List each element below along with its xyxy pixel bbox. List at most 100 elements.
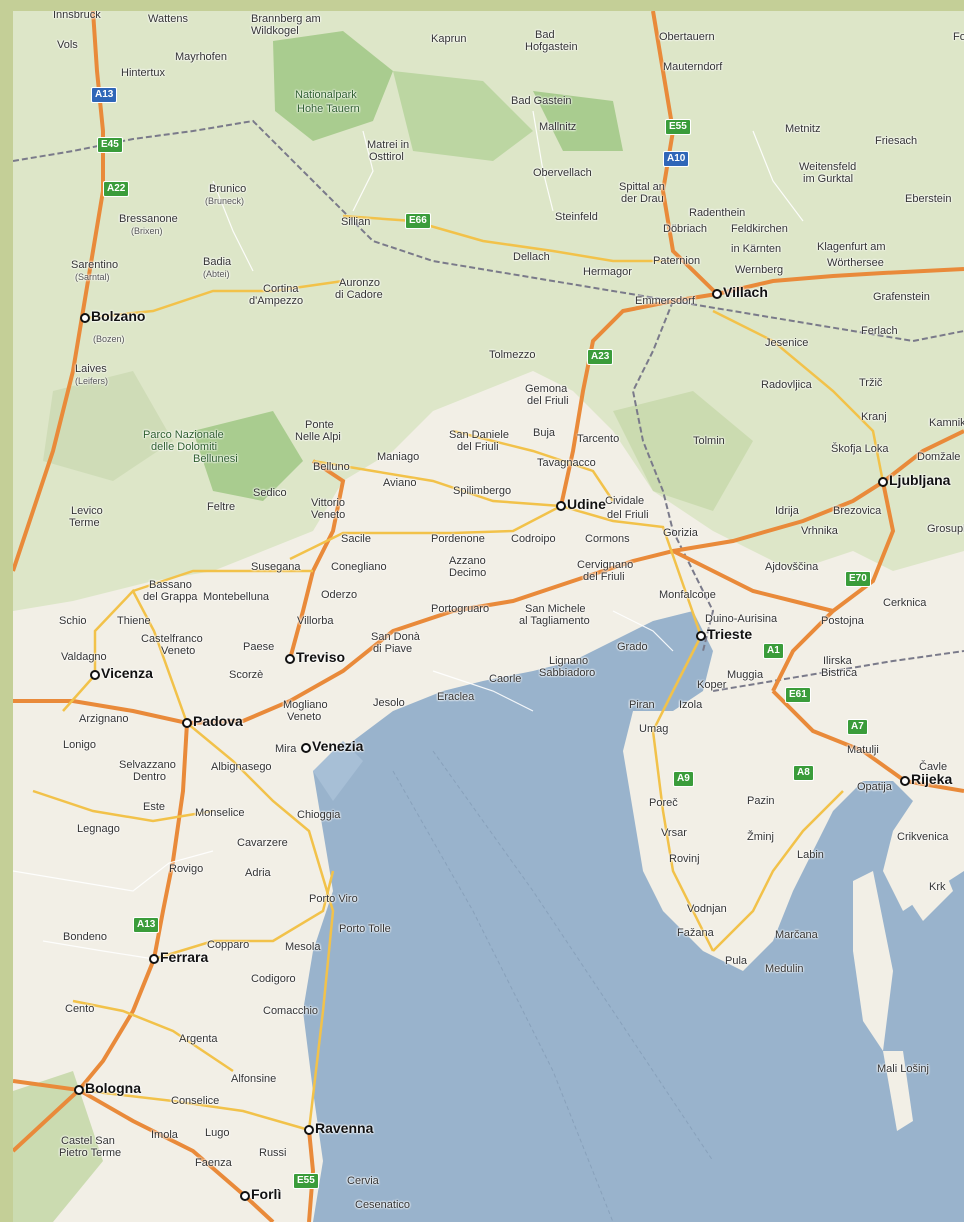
place-label: Bad Gastein <box>511 95 572 107</box>
major-roads <box>32 214 885 1132</box>
forest-patch <box>43 371 173 481</box>
city-marker[interactable] <box>182 718 192 728</box>
city-marker[interactable] <box>696 631 706 641</box>
losinj-island <box>883 1051 913 1131</box>
city-marker[interactable] <box>149 954 159 964</box>
city-marker[interactable] <box>900 776 910 786</box>
highway-a23 <box>559 267 964 507</box>
place-label: Metnitz <box>785 123 821 135</box>
city-marker[interactable] <box>285 654 295 664</box>
park-label: Parco Nazionale <box>143 429 224 441</box>
place-label: Dellach <box>513 251 550 263</box>
place-alt-name: (Sarntal) <box>75 272 110 282</box>
place-label: Vols <box>57 39 78 51</box>
place-label: Vodnjan <box>687 903 727 915</box>
highway-shield: E66 <box>405 213 431 229</box>
city-marker[interactable] <box>80 313 90 323</box>
place-label: Döbriach <box>663 223 708 235</box>
highway-shield: E61 <box>785 687 811 703</box>
city-marker[interactable] <box>74 1085 84 1095</box>
city-marker[interactable] <box>90 670 100 680</box>
map-base-layer <box>13 11 964 1222</box>
place-label: Tolmezzo <box>489 349 536 361</box>
city-marker[interactable] <box>301 743 311 753</box>
city-label: Villach <box>723 284 768 300</box>
place-label: Postojna <box>821 615 864 627</box>
place-label: Villorba <box>297 615 334 627</box>
border-italy-slovenia <box>631 300 715 652</box>
city-marker[interactable] <box>712 289 722 299</box>
forest-patch <box>613 391 753 511</box>
place-label: Kamnik <box>929 417 964 429</box>
place-label: Bressanone <box>119 213 178 225</box>
place-label: San Daniele <box>449 429 509 441</box>
place-label: Legnago <box>77 823 120 835</box>
place-label: Vittorio <box>311 497 346 509</box>
place-label: Kranj <box>861 411 887 423</box>
highway-shield: E55 <box>293 1173 319 1189</box>
city-label: Padova <box>193 713 243 729</box>
park-label: Nationalpark <box>295 89 357 101</box>
place-label: Steinfeld <box>555 211 598 223</box>
city-label: Forlì <box>251 1186 282 1202</box>
place-label: Weitensfeld <box>799 161 857 173</box>
city-marker[interactable] <box>304 1125 314 1135</box>
place-label: Fažana <box>677 927 714 939</box>
place-label: Radenthein <box>689 207 746 219</box>
place-label: Mira <box>275 743 297 755</box>
place-label: Marčana <box>775 929 818 941</box>
place-label: Tavagnacco <box>537 457 596 469</box>
place-label: Hofgastein <box>525 41 578 53</box>
place-label: Conegliano <box>331 561 387 573</box>
place-label: Cividale <box>605 495 645 507</box>
highway-a27 <box>288 459 346 660</box>
place-label: Monfalcone <box>659 589 716 601</box>
city-marker[interactable] <box>240 1191 250 1201</box>
city-label: Rijeka <box>911 771 953 787</box>
place-label: Laives <box>75 363 107 375</box>
place-label: Bistrica <box>821 667 858 679</box>
highway-a13 <box>77 722 189 1092</box>
forest-patch <box>393 71 533 161</box>
city-marker[interactable] <box>556 501 566 511</box>
place-label: Sillian <box>341 216 371 228</box>
highway-shield: A8 <box>793 765 814 781</box>
place-label: del Friuli <box>457 441 499 453</box>
place-label: Cormons <box>585 533 630 545</box>
place-label: Muggia <box>727 669 764 681</box>
place-label: Paese <box>243 641 275 653</box>
place-label: Schio <box>59 615 87 627</box>
place-label: Arzignano <box>79 713 129 725</box>
place-label: Terme <box>69 517 100 529</box>
place-label: Cortina <box>263 283 299 295</box>
forest-patch <box>13 1071 103 1222</box>
park-label: delle Dolomiti <box>151 441 218 453</box>
place-label: Monselice <box>195 807 245 819</box>
place-label: Cervia <box>347 1175 379 1187</box>
krk-island <box>893 841 953 921</box>
place-label: Duino-Aurisina <box>705 613 778 625</box>
place-label: Porto Viro <box>309 893 358 905</box>
place-label: Mali Lošinj <box>877 1063 929 1075</box>
place-label: im Gurktal <box>803 173 854 185</box>
place-label: Susegana <box>251 561 301 573</box>
place-label: Tržič <box>859 377 883 389</box>
place-label: Eraclea <box>437 691 475 703</box>
place-label: der Drau <box>621 193 664 205</box>
place-label: Pula <box>725 955 748 967</box>
city-label: Treviso <box>296 649 346 665</box>
city-marker[interactable] <box>878 477 888 487</box>
city-label: Bolzano <box>91 308 146 324</box>
place-label: Brunico <box>209 183 247 195</box>
place-label: Levico <box>71 505 103 517</box>
place-label: Škofja Loka <box>831 443 889 455</box>
place-label: Albignasego <box>211 761 272 773</box>
border-austria-italy <box>13 119 964 343</box>
place-label: Veneto <box>311 509 346 521</box>
place-label: Ajdovščina <box>765 561 819 573</box>
place-label: Chioggia <box>297 809 341 821</box>
place-label: Mesola <box>285 941 321 953</box>
place-label: Friesach <box>875 135 918 147</box>
